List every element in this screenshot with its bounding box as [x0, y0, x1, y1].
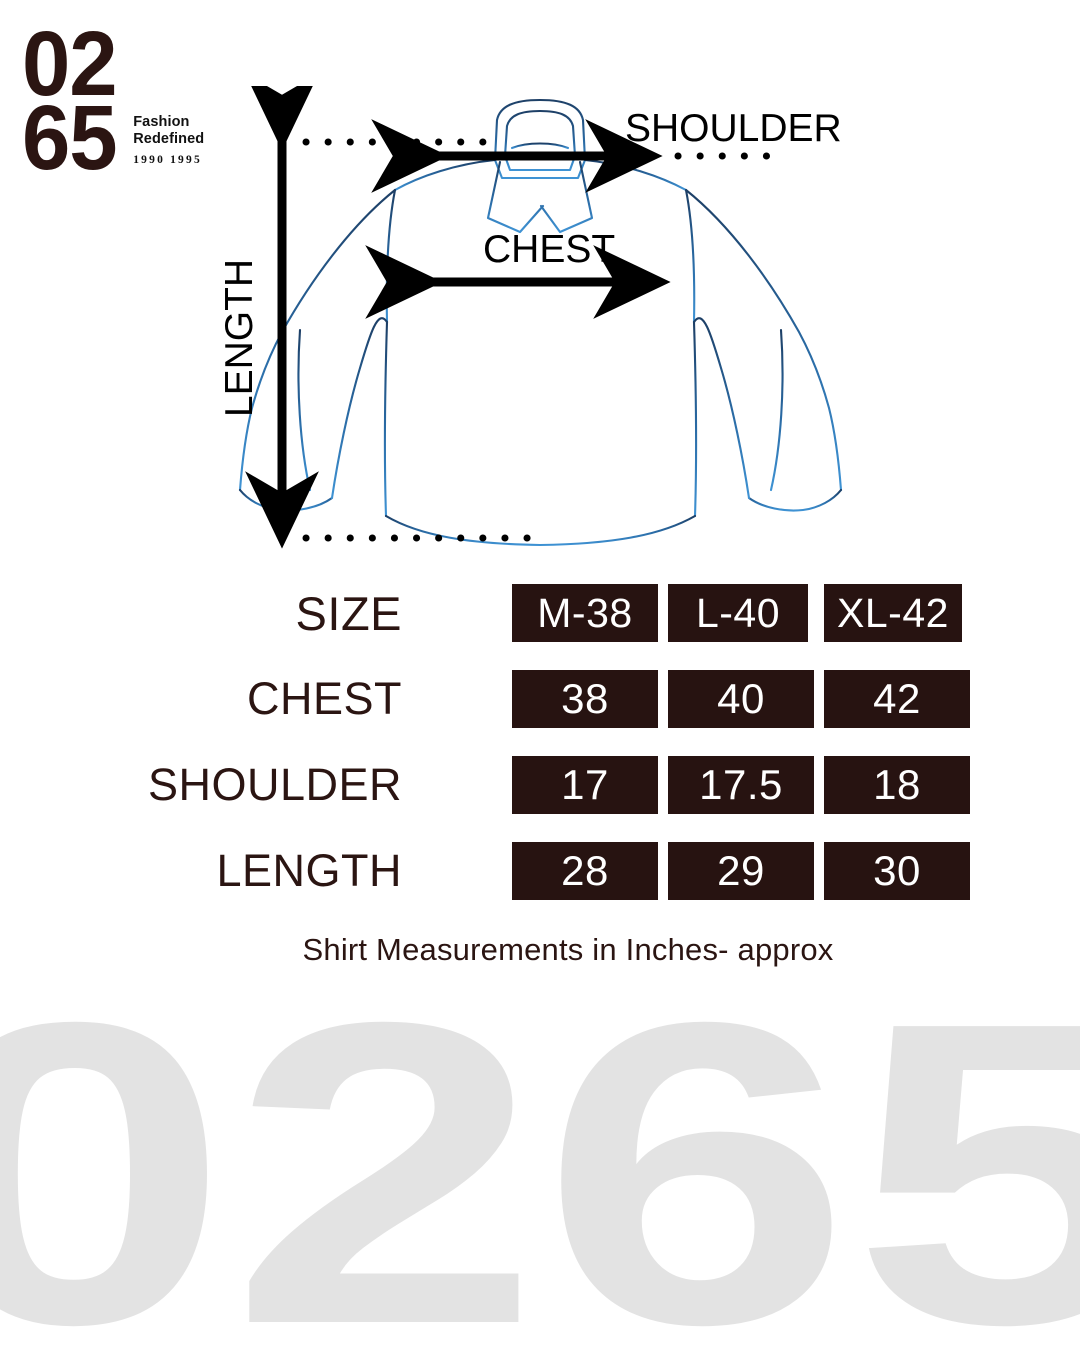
logo-tagline-block: Fashion Redefined 1990 1995	[133, 114, 204, 166]
logo-years: 1990 1995	[133, 154, 202, 167]
cell-chest-l: 40	[668, 670, 814, 728]
row-cells-size: M-38 L-40 XL-42	[512, 584, 962, 642]
cell-chest-m: 38	[512, 670, 658, 728]
logo-number-top: 02	[22, 13, 118, 116]
size-chart-table: SIZE M-38 L-40 XL-42 CHEST 38 40 42 SHOU…	[0, 570, 1080, 914]
cell-shoulder-l: 17.5	[668, 756, 814, 814]
chest-label: CHEST	[483, 228, 615, 271]
cell-shoulder-xl: 18	[824, 756, 970, 814]
cell-length-xl: 30	[824, 842, 970, 900]
row-label-chest: CHEST	[246, 673, 402, 724]
cell-size-m: M-38	[512, 584, 658, 642]
logo-numerals: 02 65	[22, 13, 118, 189]
row-cells-chest: 38 40 42	[512, 670, 970, 728]
row-cells-shoulder: 17 17.5 18	[512, 756, 970, 814]
tagline-line-2: Redefined	[133, 131, 205, 148]
table-row-chest: CHEST 38 40 42	[0, 656, 1080, 742]
measurements-caption: Shirt Measurements in Inches- approx	[0, 932, 1080, 968]
cell-chest-xl: 42	[824, 670, 970, 728]
row-label-length: LENGTH	[216, 845, 402, 896]
logo-number-bottom: 65	[22, 86, 118, 189]
row-cells-length: 28 29 30	[512, 842, 970, 900]
cell-length-m: 28	[512, 842, 658, 900]
length-label: LENGTH	[218, 259, 261, 417]
cell-length-l: 29	[668, 842, 814, 900]
shoulder-label: SHOULDER	[625, 107, 842, 150]
cell-shoulder-m: 17	[512, 756, 658, 814]
cell-size-xl: XL-42	[824, 584, 962, 642]
tagline-line-1: Fashion	[133, 114, 190, 130]
table-row-shoulder: SHOULDER 17 17.5 18	[0, 742, 1080, 828]
measurements-caption-text: Shirt Measurements in Inches- approx	[302, 932, 834, 967]
table-row-size: SIZE M-38 L-40 XL-42	[0, 570, 1080, 656]
cell-size-l: L-40	[668, 584, 808, 642]
row-label-size: SIZE	[295, 586, 402, 640]
shirt-illustration: SHOULDER CHEST LENGTH	[218, 86, 843, 549]
row-label-shoulder: SHOULDER	[147, 759, 402, 810]
table-row-length: LENGTH 28 29 30	[0, 828, 1080, 914]
brand-logo: 02 65 Fashion Redefined 1990 1995	[22, 19, 204, 184]
shirt-outline	[238, 98, 843, 547]
